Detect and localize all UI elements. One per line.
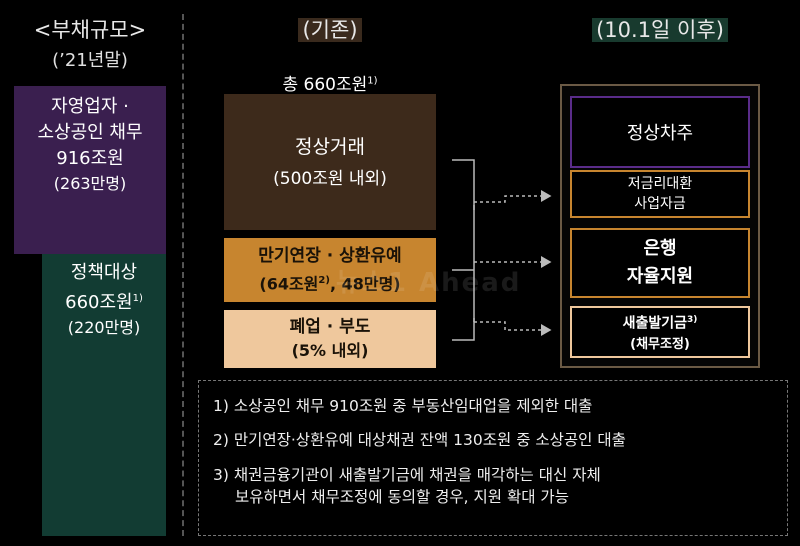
self-employed-count: (263만명) bbox=[53, 174, 127, 193]
bank-support-box: 은행 자율지원 bbox=[570, 228, 750, 298]
self-employed-debt-box: 자영업자 · 소상공인 채무 916조원 (263만명) bbox=[14, 86, 166, 254]
existing-title: (기존) bbox=[270, 14, 390, 44]
after-oct-title: (10.1일 이후) bbox=[560, 14, 760, 44]
self-employed-amount: 916조원 bbox=[56, 148, 124, 169]
arrow-to-low-rate bbox=[474, 190, 552, 203]
footnote-2: 2) 만기연장·상환유예 대상채권 잔액 130조원 중 소상공인 대출 bbox=[213, 431, 626, 450]
policy-target-footnote: 1) bbox=[132, 293, 143, 304]
policy-target-label: 정책대상 bbox=[70, 262, 138, 283]
new-start-fund-label: 새출발기금 bbox=[622, 315, 687, 332]
footnote-3: 3) 채권금융기관이 새출발기금에 채권을 매각하는 대신 자체 bbox=[213, 465, 601, 484]
bank-support-line1: 은행 bbox=[643, 238, 677, 259]
new-start-fund-box: 새출발기금3) (채무조정) bbox=[570, 306, 750, 358]
normal-transaction-label: 정상거래 bbox=[295, 136, 365, 158]
debt-size-title: <부채규모> bbox=[33, 18, 147, 42]
low-rate-box: 저금리대환 사업자금 bbox=[570, 170, 750, 218]
closure-label: 폐업 · 부도 bbox=[289, 317, 371, 337]
new-start-fund-sub: (채무조정) bbox=[630, 336, 690, 352]
total-label: 총 660조원1) bbox=[282, 75, 378, 95]
normal-borrower-label: 정상차주 bbox=[626, 123, 694, 144]
arrow-to-new-start bbox=[474, 321, 552, 336]
policy-target-box: 정책대상 660조원1) (220만명) bbox=[42, 254, 166, 536]
column-divider bbox=[182, 14, 184, 536]
policy-target-count: (220만명) bbox=[67, 318, 141, 337]
debt-size-subtitle: (’21년말) bbox=[52, 50, 128, 71]
normal-transaction-amount: (500조원 내외) bbox=[273, 169, 387, 189]
low-rate-line2: 사업자금 bbox=[634, 196, 686, 212]
footnotes-box: 1) 소상공인 채무 910조원 중 부동산임대업을 제외한 대출 2) 만기연… bbox=[198, 380, 788, 536]
extension-label: 만기연장 · 상환유예 bbox=[258, 246, 402, 267]
bank-support-line2: 자율지원 bbox=[626, 266, 694, 287]
closure-amount: (5% 내외) bbox=[291, 341, 369, 360]
extension-box: 만기연장 · 상환유예 (64조원2), 48만명) bbox=[224, 238, 436, 302]
policy-target-amount: 660조원 bbox=[65, 292, 133, 313]
normal-borrower-box: 정상차주 bbox=[570, 96, 750, 168]
extension-amount: (64조원 bbox=[259, 274, 319, 294]
self-employed-line2: 소상공인 채무 bbox=[37, 122, 143, 143]
footnote-3-cont: 보유하면서 채무조정에 동의할 경우, 지원 확대 가능 bbox=[235, 488, 569, 507]
low-rate-line1: 저금리대환 bbox=[627, 176, 693, 192]
self-employed-line1: 자영업자 · bbox=[51, 96, 129, 117]
bracket-bottom bbox=[452, 318, 475, 341]
watermark: 뉴스1 Ahead bbox=[336, 268, 522, 298]
footnote-1: 1) 소상공인 채무 910조원 중 부동산임대업을 제외한 대출 bbox=[213, 397, 593, 415]
normal-transaction-box: 정상거래 (500조원 내외) bbox=[224, 94, 436, 230]
closure-box: 폐업 · 부도 (5% 내외) bbox=[224, 310, 436, 368]
bracket-top bbox=[452, 159, 475, 210]
